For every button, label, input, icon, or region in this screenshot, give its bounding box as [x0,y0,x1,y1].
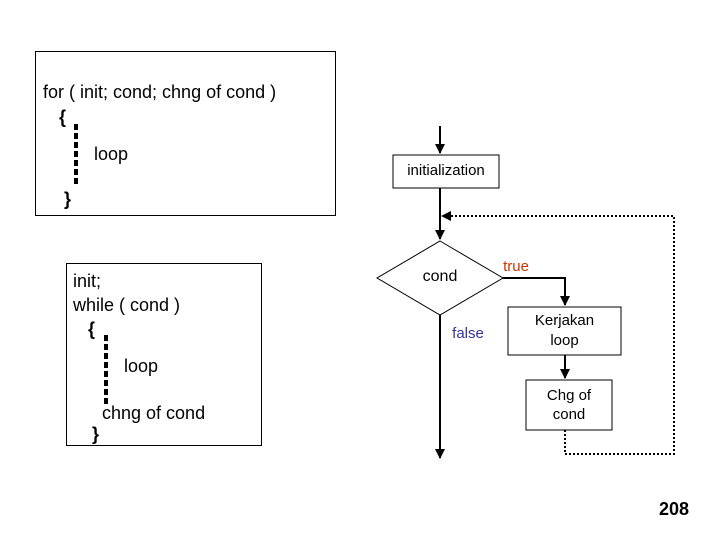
cond-label: cond [422,268,458,285]
true-branch-line [503,277,570,306]
true-label: true [503,258,529,275]
while-init-line: init; [73,271,102,291]
while-loop-box [66,263,262,446]
for-ellipsis-dots [74,124,78,187]
body-label-line2: loop [550,332,579,349]
body-label-line1: Kerjakan [534,312,595,329]
for-loop-body: loop [94,144,129,164]
initialization-label: initialization [407,162,485,179]
chg-label-line1: Chg of [546,387,592,404]
false-label: false [452,325,484,342]
for-loop-box [35,51,336,216]
while-open-brace: { [88,319,96,339]
for-header-line: for ( init; cond; chng of cond ) [43,82,277,102]
while-loop-body: loop [124,356,159,376]
page-number: 208 [658,499,689,519]
chg-label-line2: cond [552,406,586,423]
while-header-line: while ( cond ) [73,295,181,315]
loop-back-line [441,211,675,455]
initialization-box [392,154,500,189]
while-ellipsis-dots [104,335,108,407]
for-open-brace: { [59,107,67,127]
while-chng-line: chng of cond [102,403,206,423]
while-close-brace: } [92,424,100,444]
body-box [507,306,622,356]
chg-box [525,379,613,431]
for-close-brace: } [64,189,72,209]
